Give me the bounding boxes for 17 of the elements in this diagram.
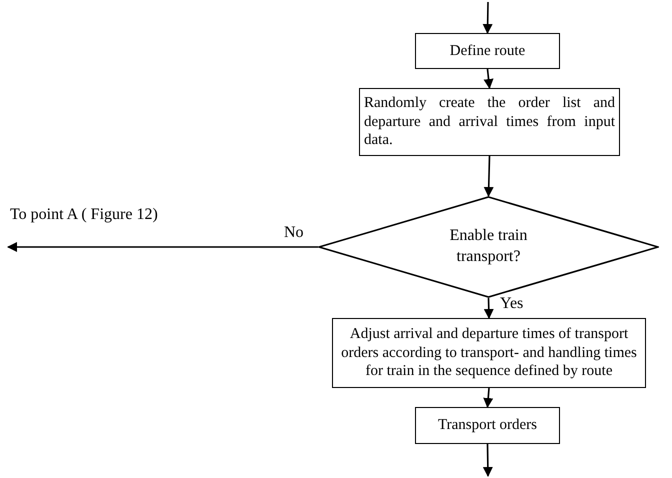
process-box: [415, 33, 560, 69]
process-text: Randomly create the order list and departure and arrival times from input data.: [364, 94, 615, 150]
process-box: [415, 407, 560, 444]
arrow: [7, 242, 318, 252]
process-box: [359, 88, 620, 156]
process-text: Adjust arrival and departure times of transport orders according to transport- and handling times for train in the sequence defined by route: [340, 324, 638, 382]
arrow: [482, 2, 493, 34]
process-text: Transport orders: [438, 416, 538, 435]
note-text: To point A ( Figure 12): [10, 207, 158, 223]
arrow: [484, 68, 494, 89]
arrow: [482, 444, 493, 477]
arrow: [484, 298, 494, 319]
decision-text: Enable train transport?: [448, 226, 528, 267]
arrow: [483, 388, 494, 408]
arrow: [484, 156, 494, 197]
process-text: Define route: [450, 42, 526, 60]
process-box: [332, 318, 646, 388]
